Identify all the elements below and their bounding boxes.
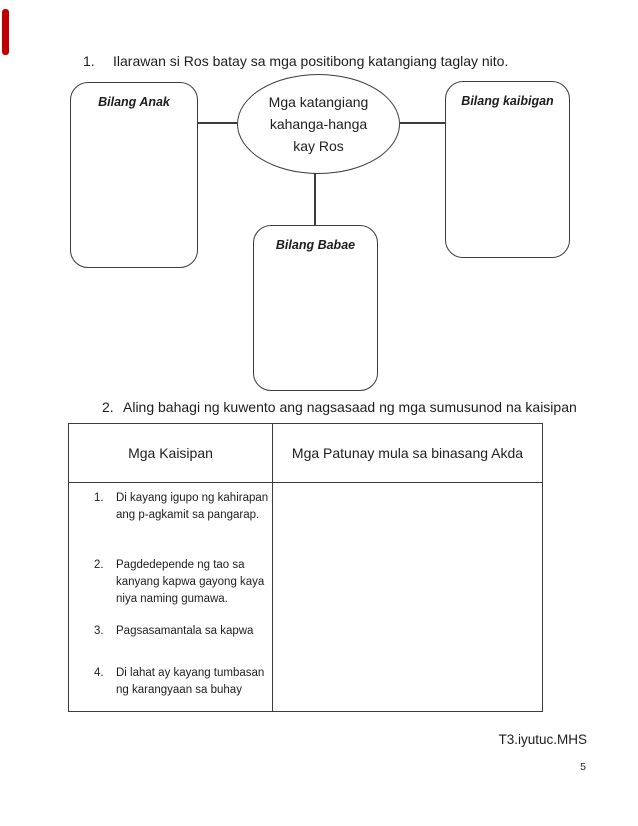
list-item-number: 2. [94, 559, 104, 571]
list-item: 3. Pagsasamantala sa kapwa [94, 623, 272, 640]
list-item: 4. Di lahat ay kayang tumbasan ng karang… [94, 665, 272, 699]
table-cell-kaisipan-list: 1. Di kayang igupo ng kahirapan ang p-ag… [69, 483, 273, 711]
diagram-box-label: Bilang Anak [98, 95, 170, 109]
page-number: 5 [580, 761, 586, 773]
question-2: 2. Aling bahagi ng kuwento ang nagsasaad… [102, 399, 577, 416]
table-cell-patunay-empty [273, 483, 542, 711]
kaisipan-list: 1. Di kayang igupo ng kahirapan ang p-ag… [69, 483, 272, 699]
list-item: 1. Di kayang igupo ng kahirapan ang p-ag… [94, 490, 272, 524]
list-item-text: Di kayang igupo ng kahirapan ang p-agkam… [116, 492, 269, 521]
list-item: 2. Pagdedepende ng tao sa kanyang kapwa … [94, 557, 272, 608]
diagram-center-label: Mga katangiang kahanga-hanga kay Ros [268, 94, 369, 154]
question-1: 1. Ilarawan si Ros batay sa mga positibo… [83, 53, 508, 70]
table-header-kaisipan: Mga Kaisipan [69, 424, 273, 482]
question-2-number: 2. [102, 399, 114, 415]
kaisipan-table: Mga Kaisipan Mga Patunay mula sa binasan… [68, 423, 543, 712]
question-1-text: Ilarawan si Ros batay sa mga positibong … [113, 53, 509, 69]
watermark-text: T3.iyutuc.MHS [498, 732, 587, 747]
list-item-text: Pagdedepende ng tao sa kanyang kapwa gay… [116, 559, 265, 605]
question-1-number: 1. [83, 53, 95, 69]
diagram-center-ellipse: Mga katangiang kahanga-hanga kay Ros [237, 74, 400, 174]
list-item-text: Di lahat ay kayang tumbasan ng karangyaa… [116, 667, 265, 696]
diagram-box-label: Bilang Babae [275, 238, 356, 252]
diagram-box-bilang-kaibigan: Bilang kaibigan [445, 81, 570, 258]
question-2-text: Aling bahagi ng kuwento ang nagsasaad ng… [123, 399, 577, 415]
list-item-text: Pagsasamantala sa kapwa [116, 625, 254, 637]
list-item-number: 3. [94, 625, 104, 637]
list-item-number: 1. [94, 492, 104, 504]
connector-line-right [400, 122, 445, 124]
list-item-number: 4. [94, 667, 104, 679]
table-header-row: Mga Kaisipan Mga Patunay mula sa binasan… [69, 424, 542, 483]
diagram-box-bilang-babae: Bilang Babae [253, 225, 378, 391]
diagram-box-bilang-anak: Bilang Anak [70, 82, 198, 268]
diagram-box-label: Bilang kaibigan [461, 94, 554, 108]
red-accent-bar [2, 9, 9, 55]
table-body-row: 1. Di kayang igupo ng kahirapan ang p-ag… [69, 483, 542, 711]
connector-line-down [314, 173, 316, 225]
table-header-patunay: Mga Patunay mula sa binasang Akda [291, 445, 524, 461]
connector-line-left [198, 122, 237, 124]
